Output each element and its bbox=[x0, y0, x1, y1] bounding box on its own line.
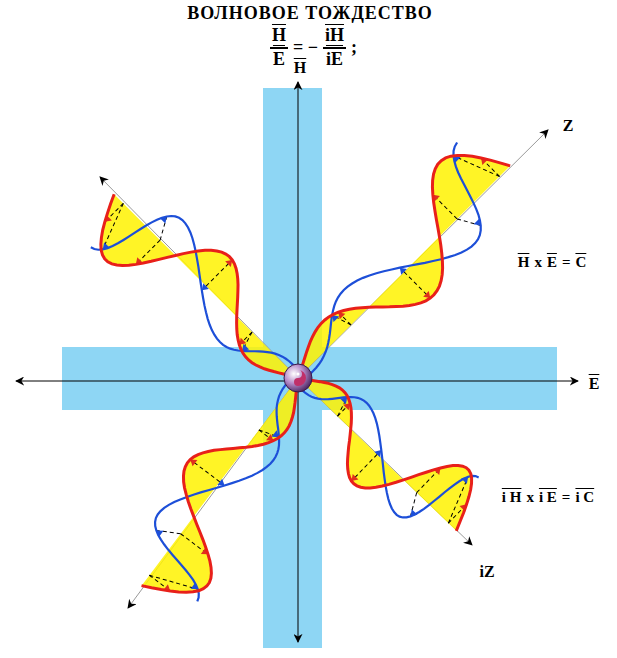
red-wave bbox=[261, 129, 537, 405]
center-sphere bbox=[284, 364, 312, 392]
formula-term: = bbox=[562, 489, 571, 506]
axis-label: Z bbox=[561, 117, 576, 135]
numerator: H bbox=[270, 26, 288, 49]
formula-term: x bbox=[526, 489, 534, 506]
ribbon bbox=[112, 356, 340, 618]
formula-term: H bbox=[518, 254, 530, 271]
red-wave bbox=[112, 356, 340, 618]
wave-arm bbox=[272, 339, 494, 558]
red-wave bbox=[272, 340, 493, 557]
identity-formula: HE= −iHiE; bbox=[267, 26, 357, 70]
denominator: E bbox=[271, 49, 287, 70]
axis-letter: E bbox=[589, 375, 600, 392]
axis-letter: Z bbox=[563, 117, 574, 134]
title: ВОЛНОВОЕ ТОЖДЕСТВО bbox=[187, 4, 433, 24]
fraction: iHiE bbox=[323, 26, 346, 70]
axis-letter: H bbox=[294, 59, 306, 76]
dashed-projection bbox=[149, 561, 197, 604]
dashed-projection bbox=[90, 203, 136, 249]
blue-wave bbox=[263, 143, 516, 396]
axis-letter: iZ bbox=[479, 563, 494, 580]
numerator: iH bbox=[323, 26, 346, 49]
dashed-projection bbox=[435, 477, 481, 523]
blue-wave bbox=[130, 364, 338, 601]
formula-term: i C bbox=[575, 489, 594, 506]
axis-label: H bbox=[292, 59, 308, 77]
formula-term: C bbox=[575, 254, 586, 271]
dashed-projection bbox=[453, 143, 499, 189]
vector-head bbox=[474, 218, 484, 228]
formula-term: = bbox=[562, 254, 571, 271]
punctuation: ; bbox=[351, 38, 357, 58]
blue-wave bbox=[91, 188, 316, 413]
ribbon bbox=[77, 168, 324, 415]
product-formula: i Hx i E =i C bbox=[500, 489, 596, 506]
axis-label: E bbox=[587, 375, 602, 393]
h-axis bbox=[298, 82, 299, 642]
ribbon bbox=[272, 340, 493, 557]
wave-arm bbox=[76, 168, 324, 416]
ribbon bbox=[261, 129, 537, 405]
wave-arms bbox=[76, 128, 537, 618]
formula-term: i H bbox=[502, 489, 522, 506]
formula-term: i E bbox=[539, 489, 557, 506]
fraction: HE bbox=[270, 26, 288, 70]
axis-label: iZ bbox=[477, 563, 496, 581]
product-formula: HxE =C bbox=[516, 254, 589, 271]
wave-arm bbox=[260, 128, 537, 405]
formula-term: x bbox=[534, 254, 542, 271]
denominator: iE bbox=[324, 49, 345, 70]
yin-yang-dot bbox=[297, 381, 300, 384]
formula-term: E bbox=[547, 254, 557, 271]
yin-yang-dot bbox=[297, 373, 300, 376]
blue-wave bbox=[281, 343, 479, 538]
red-wave bbox=[77, 168, 324, 415]
yin-yang bbox=[294, 370, 306, 386]
operator: = − bbox=[293, 38, 318, 58]
